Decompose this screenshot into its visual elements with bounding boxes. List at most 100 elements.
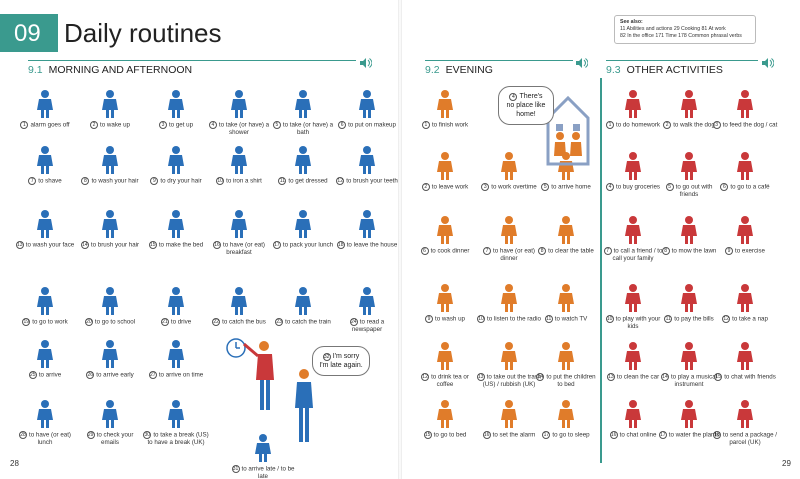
vocab-number: 17 — [658, 431, 667, 439]
dinner-icon — [476, 214, 542, 244]
nap-icon — [712, 282, 778, 312]
vocab-number: 28 — [19, 431, 28, 439]
call-icon — [600, 214, 666, 244]
arrive-on-time-icon — [143, 338, 209, 368]
break-icon — [143, 398, 209, 428]
vocab-number: 10 — [476, 315, 485, 323]
vocab-number: 1 — [605, 121, 614, 129]
vocab-text: to take out the trash (US) / rubbish (UK… — [482, 373, 542, 389]
vocab-number: 18 — [336, 241, 345, 249]
audio-speaker-icon[interactable] — [762, 55, 775, 68]
vocab-text: to water the plants — [668, 431, 720, 439]
alarm-icon — [12, 88, 78, 118]
vocab-number: 10 — [605, 315, 614, 323]
vocab-text: to make the bed — [158, 241, 204, 249]
vocab-number: 11 — [664, 315, 673, 323]
vocab-text: to watch TV — [554, 315, 588, 323]
vocab-number: 2 — [90, 121, 99, 129]
vocab-number: 9 — [425, 315, 434, 323]
section-rule — [425, 60, 573, 61]
audio-speaker-icon[interactable] — [360, 55, 373, 68]
vocab-number: 17 — [272, 241, 281, 249]
vocab-number: 13 — [15, 241, 24, 249]
vocab-number: 7 — [483, 247, 492, 255]
vocab-number: 26 — [86, 371, 95, 379]
vocab-text: to leave work — [431, 183, 469, 191]
set-alarm-icon — [476, 398, 542, 428]
vocab-text: to walk the dog — [673, 121, 715, 129]
vocab-text: to go to a café — [730, 183, 770, 191]
vocab-text: alarm goes off — [30, 121, 70, 129]
vocab-number: 17 — [542, 431, 551, 439]
shave-icon — [12, 144, 78, 174]
make-bed-icon — [143, 208, 209, 238]
vocab-number: 12 — [722, 315, 731, 323]
vocab-number: 7 — [28, 177, 37, 185]
page-number-right: 29 — [782, 459, 791, 468]
children-bed-icon — [533, 340, 599, 370]
vocab-text: to dry your hair — [160, 177, 202, 185]
arrive-late-icon — [230, 432, 296, 462]
vocab-text: to wash your hair — [91, 177, 139, 185]
tea-icon — [412, 340, 478, 370]
vocab-number: 8 — [81, 177, 90, 185]
finish-work-icon — [412, 88, 478, 118]
vocab-text: to have (or eat) lunch — [29, 431, 71, 447]
vocab-number: 2 — [663, 121, 672, 129]
audio-speaker-icon[interactable] — [576, 55, 589, 68]
book-gutter — [398, 0, 402, 479]
column-divider — [600, 78, 602, 463]
vocab-text: to brush your hair — [90, 241, 140, 249]
vocab-number: 1 — [421, 121, 430, 129]
vocab-text: to go to work — [32, 318, 68, 326]
bath-icon — [270, 88, 336, 118]
get-dressed-icon — [270, 144, 336, 174]
vocab-text: to exercise — [735, 247, 765, 255]
vocab-text: to take a break (US) to have a break (UK… — [147, 431, 209, 447]
section-rule — [606, 60, 758, 61]
vocab-number: 4 — [605, 183, 614, 191]
vocab-number: 14 — [660, 373, 669, 381]
vocab-number: 11 — [278, 177, 287, 185]
vocab-text: to catch the bus — [222, 318, 266, 326]
vocab-text: to feed the dog / cat — [722, 121, 778, 129]
